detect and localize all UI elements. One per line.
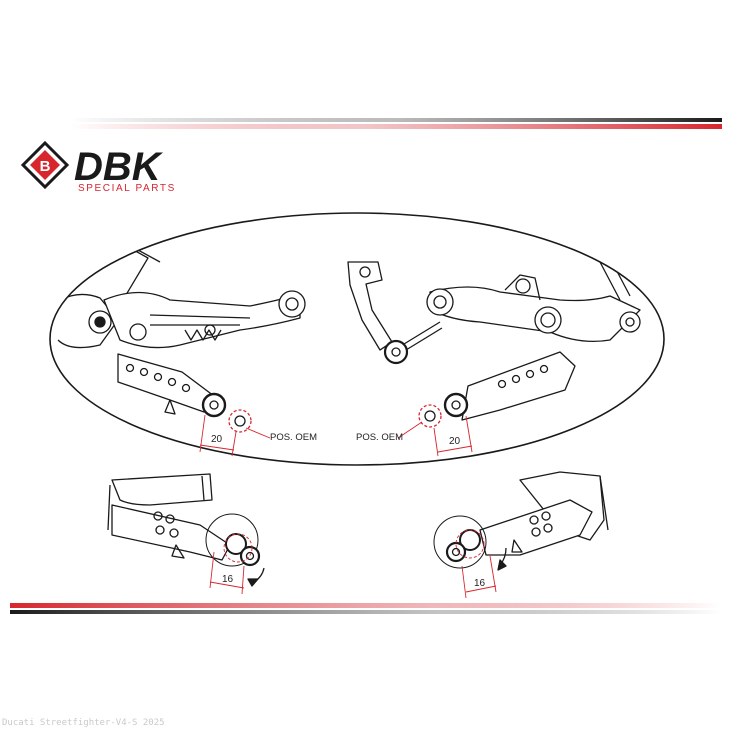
top-stripe-dark	[70, 118, 722, 122]
logo-diamond-icon: B	[20, 140, 70, 190]
upper-left-oem-label: POS. OEM	[270, 432, 317, 443]
logo-letter: B	[40, 158, 51, 175]
top-stripe-red	[70, 124, 722, 129]
right-mount-bolt	[619, 311, 641, 333]
brand-tagline: SPECIAL PARTS	[78, 183, 176, 194]
left-mount-bolt	[95, 317, 105, 327]
upper-right-dimension: 20 POS. OEM	[356, 415, 473, 457]
lower-left-detail	[107, 473, 265, 595]
lower-right-detail	[433, 471, 609, 599]
upper-oval-view: 20 POS. OEM 20 POS. OEM	[49, 212, 665, 466]
left-peg-pivot	[201, 392, 227, 418]
upper-right-oem-label: POS. OEM	[356, 432, 403, 443]
bottom-stripes	[10, 603, 722, 614]
watermark-caption: Ducati Streetfighter-V4-S 2025	[2, 718, 165, 728]
brand-name: DBK	[74, 145, 164, 189]
right-peg-pivot	[443, 392, 469, 418]
bottom-stripe-dark	[10, 610, 722, 614]
left-rearset-assembly	[57, 247, 306, 433]
lower-left-dimension-value: 16	[222, 574, 234, 585]
upper-right-dimension-value: 20	[449, 436, 461, 447]
top-stripes	[70, 118, 722, 129]
right-rearset-assembly	[347, 257, 641, 428]
upper-left-dimension-value: 20	[211, 434, 223, 445]
bottom-stripe-red	[10, 603, 722, 608]
oval-frame	[49, 212, 665, 466]
upper-left-dimension: 20 POS. OEM	[199, 414, 317, 457]
lower-right-dimension-value: 16	[474, 578, 486, 589]
dbk-logo: B DBK SPECIAL PARTS	[20, 140, 176, 194]
